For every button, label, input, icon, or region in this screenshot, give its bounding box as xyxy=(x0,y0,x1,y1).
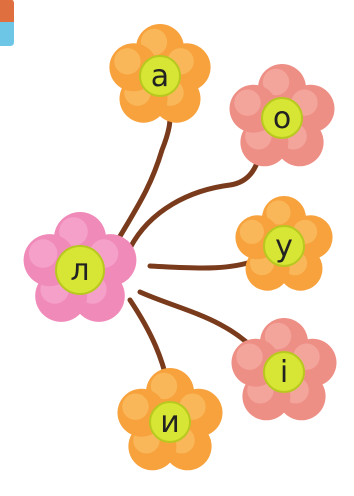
flower-branch-1: а xyxy=(109,24,211,123)
flower-branch-5: и xyxy=(117,368,223,471)
flower-branch-2-center xyxy=(261,97,303,139)
flower-branch-2: о xyxy=(229,64,335,167)
flower-branch-1-center xyxy=(139,55,181,97)
flower-branch-5-letter: и xyxy=(160,405,180,440)
flower-branch-4-petal-highlight xyxy=(236,343,263,370)
flower-branch-3-letter: у xyxy=(275,229,293,264)
flower-branch-3-petal-highlight xyxy=(266,200,291,225)
flower-branch-4-letter: і xyxy=(280,355,288,390)
flower-branch-1-petal-highlight xyxy=(114,48,141,75)
flower-branch-4: і xyxy=(231,318,337,421)
flower-branch-5-petal-highlight xyxy=(122,393,149,420)
flower-branch-2-petal-highlight xyxy=(234,89,261,116)
flower-root-letter: л xyxy=(70,253,89,288)
flower-branch-2-letter: о xyxy=(273,101,291,136)
flower-root-center xyxy=(55,245,105,295)
flowers-group: а о у і и л xyxy=(23,24,337,471)
flower-branch-3-center xyxy=(263,225,305,267)
corner-tab-decoration xyxy=(0,0,14,46)
flower-branch-2-petal-highlight xyxy=(262,68,290,96)
flower-root-petal-highlight xyxy=(28,239,58,268)
flower-root: л xyxy=(23,212,137,322)
flower-branch-3-petal-highlight xyxy=(239,219,264,244)
flower-branch-3: у xyxy=(235,196,333,291)
flower-branch-1-letter: а xyxy=(151,59,169,94)
flower-branch-4-petal-highlight xyxy=(264,322,292,350)
flower-root-petal-highlight xyxy=(59,217,88,246)
flower-branch-5-petal-highlight xyxy=(150,372,178,400)
flower-branch-4-center xyxy=(263,351,305,393)
flower-branch-5-center xyxy=(149,401,191,443)
stem-3 xyxy=(147,255,265,271)
